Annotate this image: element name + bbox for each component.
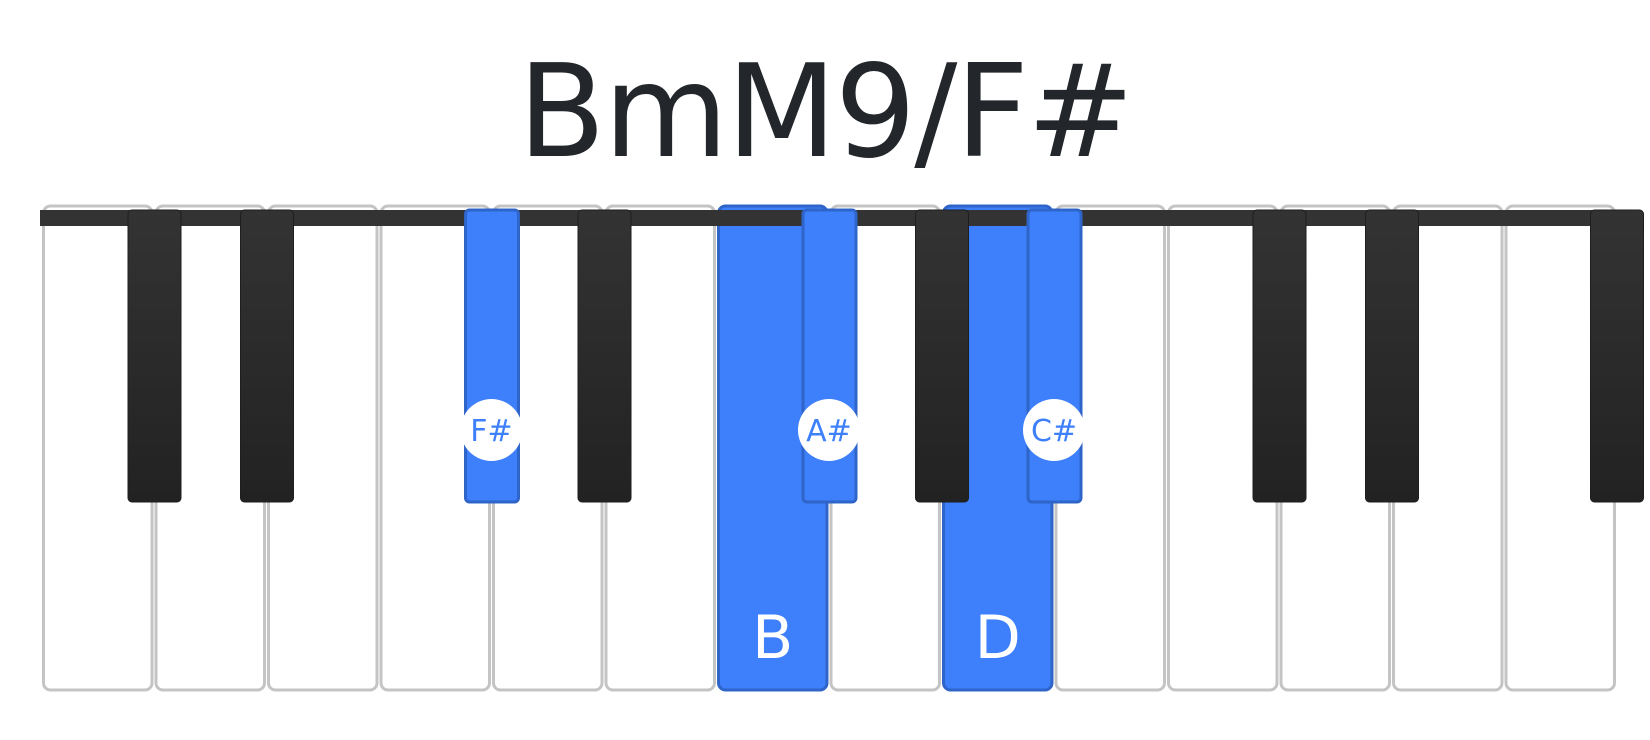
black-key-a-sharp[interactable] xyxy=(1252,209,1307,503)
black-key-f-sharp[interactable] xyxy=(127,209,182,503)
chord-title: BmM9/F# xyxy=(517,38,1134,187)
black-key-label: C# xyxy=(1031,414,1077,449)
black-key-g-sharp[interactable] xyxy=(240,209,294,503)
black-key-c-sharp[interactable] xyxy=(1365,209,1419,503)
black-key-label: F# xyxy=(470,414,512,449)
note-label-badge xyxy=(460,399,523,461)
white-key-label: D xyxy=(975,603,1021,673)
black-key-c-sharp[interactable] xyxy=(577,209,632,503)
note-label-badge xyxy=(798,399,860,461)
black-key-d-sharp[interactable] xyxy=(1590,209,1644,503)
note-label-badge xyxy=(1023,399,1085,461)
black-key-label: A# xyxy=(806,414,852,449)
white-key-label: B xyxy=(752,603,793,673)
black-key-f-sharp[interactable] xyxy=(915,209,969,503)
